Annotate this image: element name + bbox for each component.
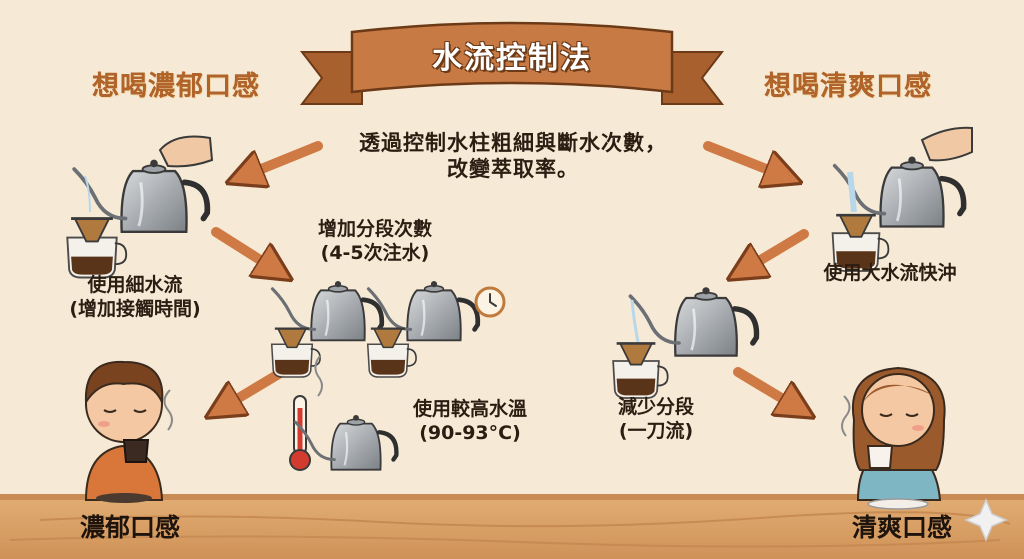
fewer-segments-line-1: 減少分段 <box>617 396 694 418</box>
segment-pour-scene <box>272 281 506 379</box>
boy-drinking-illustration <box>84 360 173 503</box>
dripper-icon <box>611 342 669 400</box>
label-big-stream: 使用大水流快沖 <box>800 262 980 286</box>
heading-left: 想喝濃郁口感 <box>92 71 260 102</box>
left-pour-scene <box>65 135 214 279</box>
sparkle-icon <box>964 498 1008 542</box>
steam-icon <box>163 389 173 431</box>
hand-icon <box>920 126 973 162</box>
banner-title: 水流控制法 <box>432 41 592 76</box>
arrow-right-top <box>703 141 784 176</box>
result-left: 濃郁口感 <box>79 513 180 542</box>
arrow-left-mid <box>211 227 276 270</box>
fewer-segments-line-2: (一刀流) <box>618 419 694 442</box>
thin-stream-line-2: (增加接觸時間) <box>69 297 201 320</box>
result-right: 清爽口感 <box>851 513 952 542</box>
intro-line-2: 改變萃取率。 <box>447 157 579 182</box>
girl-drinking-illustration <box>841 366 946 510</box>
arrow-right-mid <box>744 229 809 270</box>
one-pour-scene <box>611 287 756 400</box>
arrow-left-bottom <box>222 367 287 408</box>
high-temp-scene <box>289 355 396 471</box>
heading-right: 想喝清爽口感 <box>764 71 932 102</box>
label-thin-stream: 使用細水流 (增加接觸時間) <box>40 274 230 322</box>
big-stream-line-1: 使用大水流快沖 <box>823 262 957 284</box>
title-banner <box>299 21 725 105</box>
dripper-icon <box>65 217 128 279</box>
clock-icon <box>474 286 506 318</box>
steam-icon <box>841 395 851 437</box>
hand-icon <box>158 135 214 168</box>
segments-line-2: (4-5次注水) <box>320 241 430 264</box>
thermometer-icon <box>289 395 311 471</box>
arrow-left-top <box>244 141 323 176</box>
label-high-temp: 使用較高水溫 (90-93°C) <box>390 398 550 446</box>
label-segments: 增加分段次數 (4-5次注水) <box>300 218 450 266</box>
high-temp-line-1: 使用較高水溫 <box>412 398 527 420</box>
arrow-right-bottom <box>733 367 798 408</box>
right-pour-scene <box>831 126 973 273</box>
steam-icon <box>314 355 323 397</box>
thin-stream-line-1: 使用細水流 <box>87 274 183 296</box>
label-fewer-segments: 減少分段 (一刀流) <box>596 396 716 444</box>
flow-arrows <box>211 141 809 408</box>
segments-line-1: 增加分段次數 <box>317 218 432 240</box>
high-temp-line-2: (90-93°C) <box>419 421 521 444</box>
wooden-table <box>0 494 1024 559</box>
intro-line-1: 透過控制水柱粗細與斷水次數， <box>359 131 667 155</box>
intro-text: 透過控制水柱粗細與斷水次數， 改變萃取率。 <box>318 130 708 183</box>
